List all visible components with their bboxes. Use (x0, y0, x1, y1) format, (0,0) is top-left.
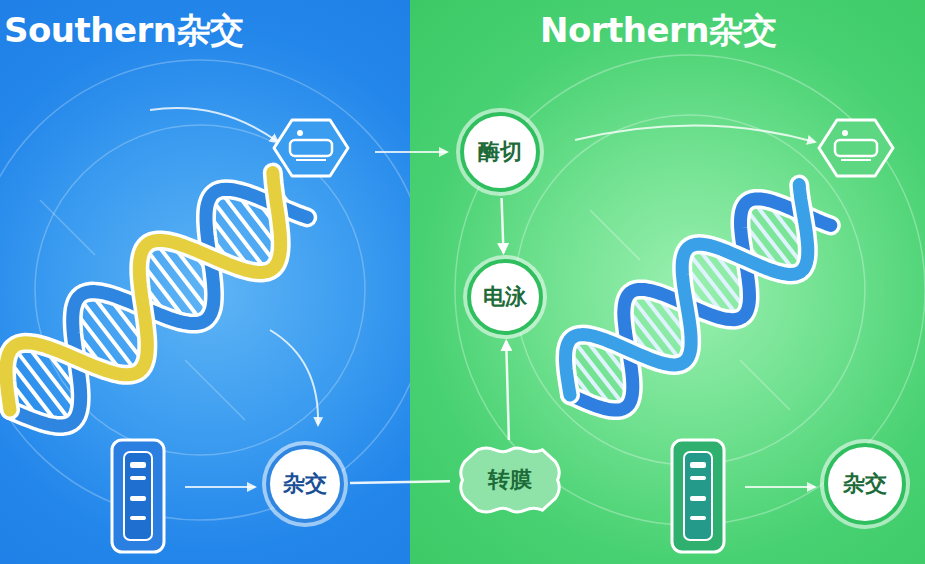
circle-node: 杂交 (266, 445, 344, 523)
node-label: 酶切 (478, 137, 522, 167)
dna-helix (6, 173, 307, 426)
node-label: 电泳 (483, 282, 527, 312)
circle-node: 酶切 (460, 112, 540, 192)
flow-connector (506, 341, 509, 440)
flow-connector (502, 198, 504, 253)
dna-helix (566, 185, 831, 411)
circle-node: 电泳 (467, 259, 543, 335)
gel-cassette (672, 440, 724, 552)
gel-cassette (112, 440, 164, 552)
node-label: 杂交 (843, 469, 887, 499)
flow-arrows (150, 108, 815, 487)
node-label: 转膜 (488, 465, 532, 495)
node-label: 杂交 (283, 469, 327, 499)
flow-connector (350, 481, 450, 483)
panel-title: Southern杂交 (4, 8, 244, 54)
badge-node: 转膜 (456, 446, 564, 514)
panel-title: Northern杂交 (540, 8, 776, 54)
circle-node: 杂交 (824, 443, 906, 525)
device-icon (819, 120, 893, 176)
device-icon (274, 120, 348, 176)
ring-lines (0, 60, 410, 520)
